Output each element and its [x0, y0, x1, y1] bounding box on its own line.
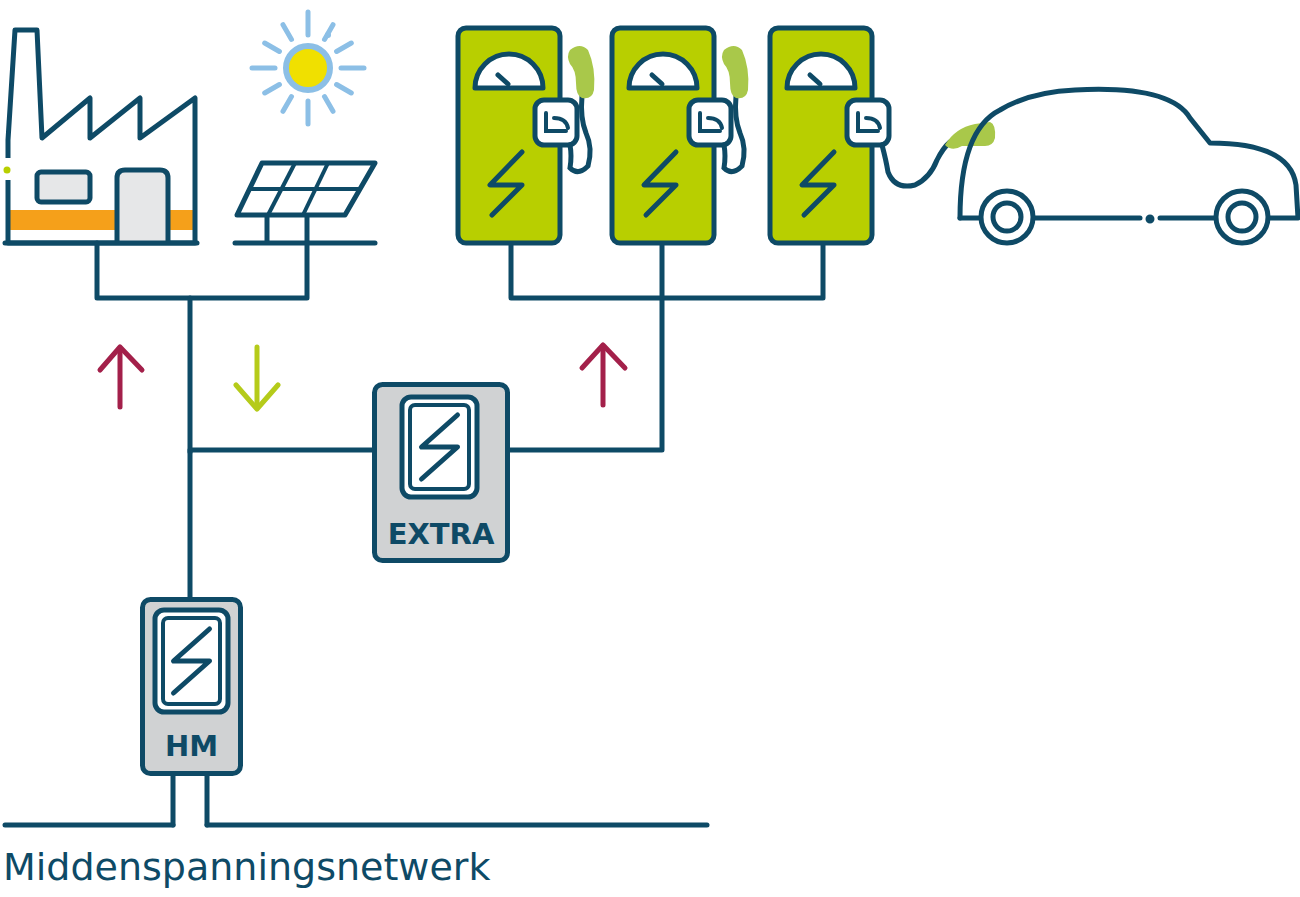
sun-ray — [252, 66, 275, 71]
solar-panel-icon — [235, 163, 375, 243]
meter-display-frame — [163, 618, 220, 704]
meter-housing — [375, 385, 508, 561]
sun-ray — [341, 66, 364, 71]
lightning-symbol — [422, 415, 458, 479]
factory-icon — [4, 30, 198, 243]
meter-box: EXTRA — [372, 382, 510, 563]
sun-ray — [337, 43, 352, 52]
network-label: Middenspanningsnetwerk — [3, 848, 490, 886]
charging-cable — [882, 142, 950, 186]
meter-housing — [143, 600, 241, 774]
sun-ray — [337, 85, 352, 94]
grid-line — [5, 823, 707, 828]
wiring — [97, 243, 823, 825]
sun-ray — [283, 97, 292, 112]
lightning-symbol — [174, 629, 210, 693]
sun-ray — [265, 43, 280, 52]
sun-ray — [306, 101, 311, 124]
meter-label: EXTRA — [388, 520, 495, 549]
charging-station — [458, 28, 889, 243]
flow-arrow — [100, 345, 625, 409]
meter-label: HM — [165, 732, 218, 761]
power-line — [190, 450, 372, 597]
meter-display — [155, 610, 228, 712]
sun-ray — [265, 85, 280, 94]
sun-ray — [325, 25, 334, 40]
sun-ray — [306, 12, 311, 35]
sun-icon — [252, 12, 364, 124]
meter-box: HM — [140, 597, 243, 776]
meter-display — [402, 397, 477, 497]
car-icon — [960, 89, 1298, 243]
meter-display-frame — [410, 405, 469, 489]
sun-ray — [283, 25, 292, 40]
sun-ray — [325, 97, 334, 112]
